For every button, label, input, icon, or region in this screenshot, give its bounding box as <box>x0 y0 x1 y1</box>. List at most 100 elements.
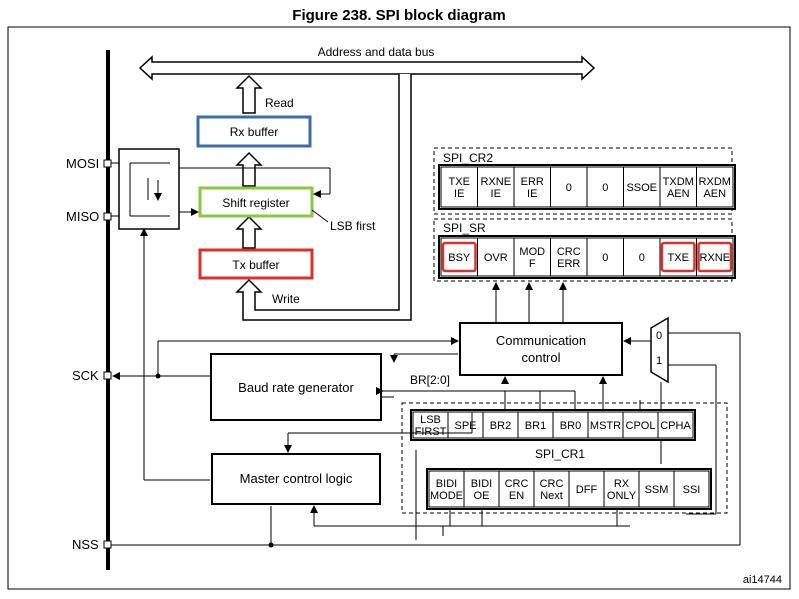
spi-cr2-cell <box>550 166 588 208</box>
status-arrows <box>492 282 567 323</box>
spi-sr-cell-label: 0 <box>639 252 645 264</box>
shift-register-box <box>198 186 314 218</box>
mstr-wiring <box>284 412 473 453</box>
rx-buffer-box <box>196 115 312 148</box>
tx-to-shift-arrow <box>235 215 263 249</box>
spi-cr1-row2-cell-label: EN <box>509 490 524 502</box>
spi-cr1-row2-cell <box>533 470 570 508</box>
nss-wiring <box>111 506 740 548</box>
pin-miso-label: MISO <box>66 209 99 224</box>
figure-title: Figure 238. SPI block diagram <box>292 7 505 24</box>
spi-cr1-row1-cell <box>622 411 659 439</box>
spi-sr-highlight <box>660 241 696 273</box>
spi-cr1-row2-cell-label: SSM <box>645 484 669 496</box>
write-path <box>235 74 412 321</box>
spi-cr1-row1-cell-label: FIRST <box>415 426 447 438</box>
spi-cr1-row2-cell-label: Next <box>540 490 563 502</box>
tx-buffer-box <box>198 248 314 280</box>
spi-cr2-cell <box>696 166 734 208</box>
address-data-bus <box>138 55 596 81</box>
sck-wiring <box>112 337 459 398</box>
spi-cr1-row1-cell-label: SPE <box>454 420 476 432</box>
pin-mosi: MOSI <box>66 156 112 171</box>
spi-cr2-title: SPI_CR2 <box>443 151 493 165</box>
spi-cr1-row2-cell-label: BIDI <box>471 478 492 490</box>
write-label: Write <box>272 292 300 306</box>
spi-cr2-cell-label: AEN <box>667 188 690 200</box>
spi-cr1-row2-cell <box>428 470 465 508</box>
pin-sck: SCK <box>72 368 112 383</box>
spi-cr1-row2-cell-label: RX <box>614 478 630 490</box>
spi-sr-cell-label: TXE <box>668 252 689 264</box>
spi-cr2-cell-label: 0 <box>602 182 608 194</box>
spi-cr2-cell-label: IE <box>491 188 501 200</box>
spi-cr1-row1-cell <box>587 411 624 439</box>
spi-cr1-row1-cell-label: CPHA <box>660 420 691 432</box>
master-control-logic-box <box>211 453 381 505</box>
spi-sr-cell-label: F <box>529 258 536 270</box>
spi-cr2-cell-label: IE <box>527 188 537 200</box>
spi-cr1-row1-cell-label: BR0 <box>560 420 581 432</box>
spi-cr1-row2-cell-label: DFF <box>576 484 598 496</box>
io-wiring <box>111 162 331 481</box>
mux-label-1: 1 <box>656 355 662 367</box>
spi-cr1-row1-cell-label: BR1 <box>525 420 546 432</box>
baud-rate-generator-box <box>210 353 382 421</box>
br-label: BR[2:0] <box>410 373 450 387</box>
figure-id: ai14744 <box>743 574 782 586</box>
pin-mosi-label: MOSI <box>66 156 99 171</box>
mux <box>650 316 669 384</box>
spi-cr2-cell-label: TXE <box>449 176 470 188</box>
spi-sr-cell <box>550 237 588 277</box>
spi-cr1-row1-cell-label: CPOL <box>626 420 656 432</box>
spi-cr1-row1-cell <box>412 411 449 439</box>
spi-cr2-cell-label: AEN <box>703 188 726 200</box>
spi-sr-highlight <box>441 241 477 273</box>
spi-cr2-cell-label: IE <box>454 188 464 200</box>
spi-cr1-row1-cell <box>552 411 589 439</box>
lsb-first-line <box>311 209 329 223</box>
spi-cr1-row2-cell-label: OE <box>474 490 490 502</box>
spi-cr2-cell <box>659 166 697 208</box>
spi-sr-cell <box>659 237 697 277</box>
spi-cr1-row1-cell <box>482 411 519 439</box>
spi-sr-cell <box>477 237 515 277</box>
spi-cr2-cell-label: ERR <box>521 176 544 188</box>
spi-cr1-row1-cell-label: BR2 <box>490 420 511 432</box>
spi-cr2-cell-label: RXNE <box>480 176 511 188</box>
spi-cr1-group <box>401 402 728 514</box>
spi-cr1-title: SPI_CR1 <box>535 447 585 461</box>
spi-cr1-row1-cell <box>657 411 694 439</box>
spi-cr1-row1-cell-label: MSTR <box>590 420 621 432</box>
lsb-first-label: LSB first <box>330 219 376 233</box>
spi-cr1-row2-cell <box>498 470 535 508</box>
rx-buffer-label: Rx buffer <box>230 125 278 139</box>
spi-sr-cell-label: OVR <box>484 252 508 264</box>
read-label: Read <box>265 96 294 110</box>
spi-sr-cell <box>696 237 734 277</box>
spi-sr-title: SPI_SR <box>443 221 486 235</box>
shift-register-label: Shift register <box>222 196 289 210</box>
spi-sr-cell-label: CRC <box>557 246 581 258</box>
io-switch-box <box>118 148 180 230</box>
communication-control-label-1: Communication <box>496 333 586 348</box>
br-wiring <box>376 376 641 412</box>
tx-buffer-label: Tx buffer <box>232 258 279 272</box>
spi-cr1-row2-cell-label: ONLY <box>607 490 637 502</box>
spi-cr2-cell-label: SSOE <box>626 182 657 194</box>
pin-nss-label: NSS <box>72 537 99 552</box>
pin-miso: MISO <box>66 209 112 224</box>
mux-label-0: 0 <box>656 330 662 342</box>
spi-cr2-cell <box>477 166 515 208</box>
spi-sr-cell-label: BSY <box>448 252 471 264</box>
spi-cr2-cell <box>440 166 478 208</box>
figure-frame <box>7 26 791 590</box>
spi-sr-cell-label: MOD <box>519 246 545 258</box>
spi-cr1-row2-cell <box>603 470 640 508</box>
spi-cr1-row2-cell-label: BIDI <box>436 478 457 490</box>
baud-rate-generator-label: Baud rate generator <box>238 380 354 395</box>
